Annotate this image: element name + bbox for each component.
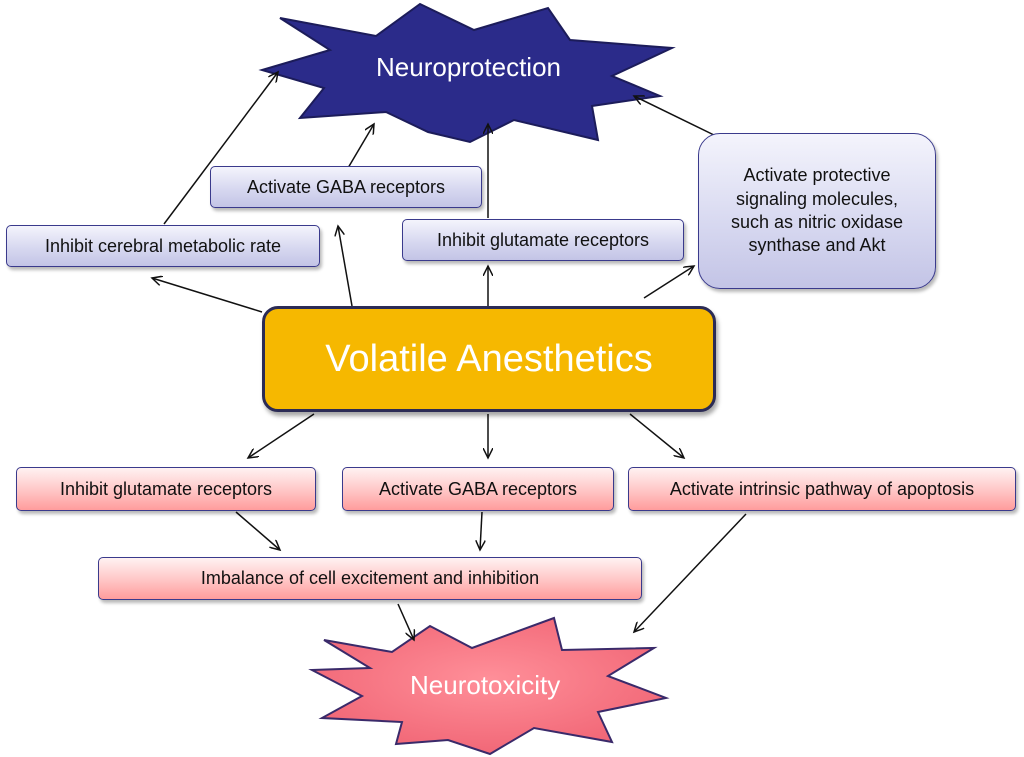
neurotoxicity-label: Neurotoxicity <box>410 670 561 700</box>
arrow-glutamate-to-imbalance <box>235 511 280 550</box>
arrow-center-to-glutamate-bottom <box>248 413 315 458</box>
arrow-center-to-signaling <box>643 266 694 299</box>
toxic-box-gaba-receptors: Activate GABA receptors <box>342 467 614 511</box>
arrow-center-to-gaba-top <box>338 226 353 307</box>
protective-signaling-text: Activate protective signaling molecules,… <box>730 165 904 256</box>
toxic-box-glutamate-receptors: Inhibit glutamate receptors <box>16 467 316 511</box>
toxic-box-imbalance: Imbalance of cell excitement and inhibit… <box>98 557 642 600</box>
arrow-cmr-to-neuroprotection <box>163 72 278 225</box>
volatile-anesthetics-label: Volatile Anesthetics <box>325 337 653 380</box>
volatile-anesthetics-box: Volatile Anesthetics <box>262 306 716 412</box>
neuroprotection-label: Neuroprotection <box>376 52 561 82</box>
protective-box-signaling-molecules: Activate protective signaling molecules,… <box>698 133 936 289</box>
arrow-gaba-to-imbalance <box>480 511 482 550</box>
toxic-box-apoptosis: Activate intrinsic pathway of apoptosis <box>628 467 1016 511</box>
arrow-signaling-to-neuroprotection <box>634 96 717 137</box>
protective-box-cerebral-metabolic-rate: Inhibit cerebral metabolic rate <box>6 225 320 267</box>
arrow-center-to-apoptosis <box>629 413 684 458</box>
neurotoxicity-burst <box>308 616 670 756</box>
arrow-center-to-cmr <box>152 278 263 313</box>
arrow-imbalance-to-neurotoxicity <box>397 603 414 640</box>
protective-box-glutamate-receptors: Inhibit glutamate receptors <box>402 219 684 261</box>
neuroprotection-burst <box>258 2 676 144</box>
arrow-gaba-to-neuroprotection <box>347 124 374 169</box>
arrow-apoptosis-to-neurotoxicity <box>634 513 747 632</box>
protective-box-gaba-receptors: Activate GABA receptors <box>210 166 482 208</box>
